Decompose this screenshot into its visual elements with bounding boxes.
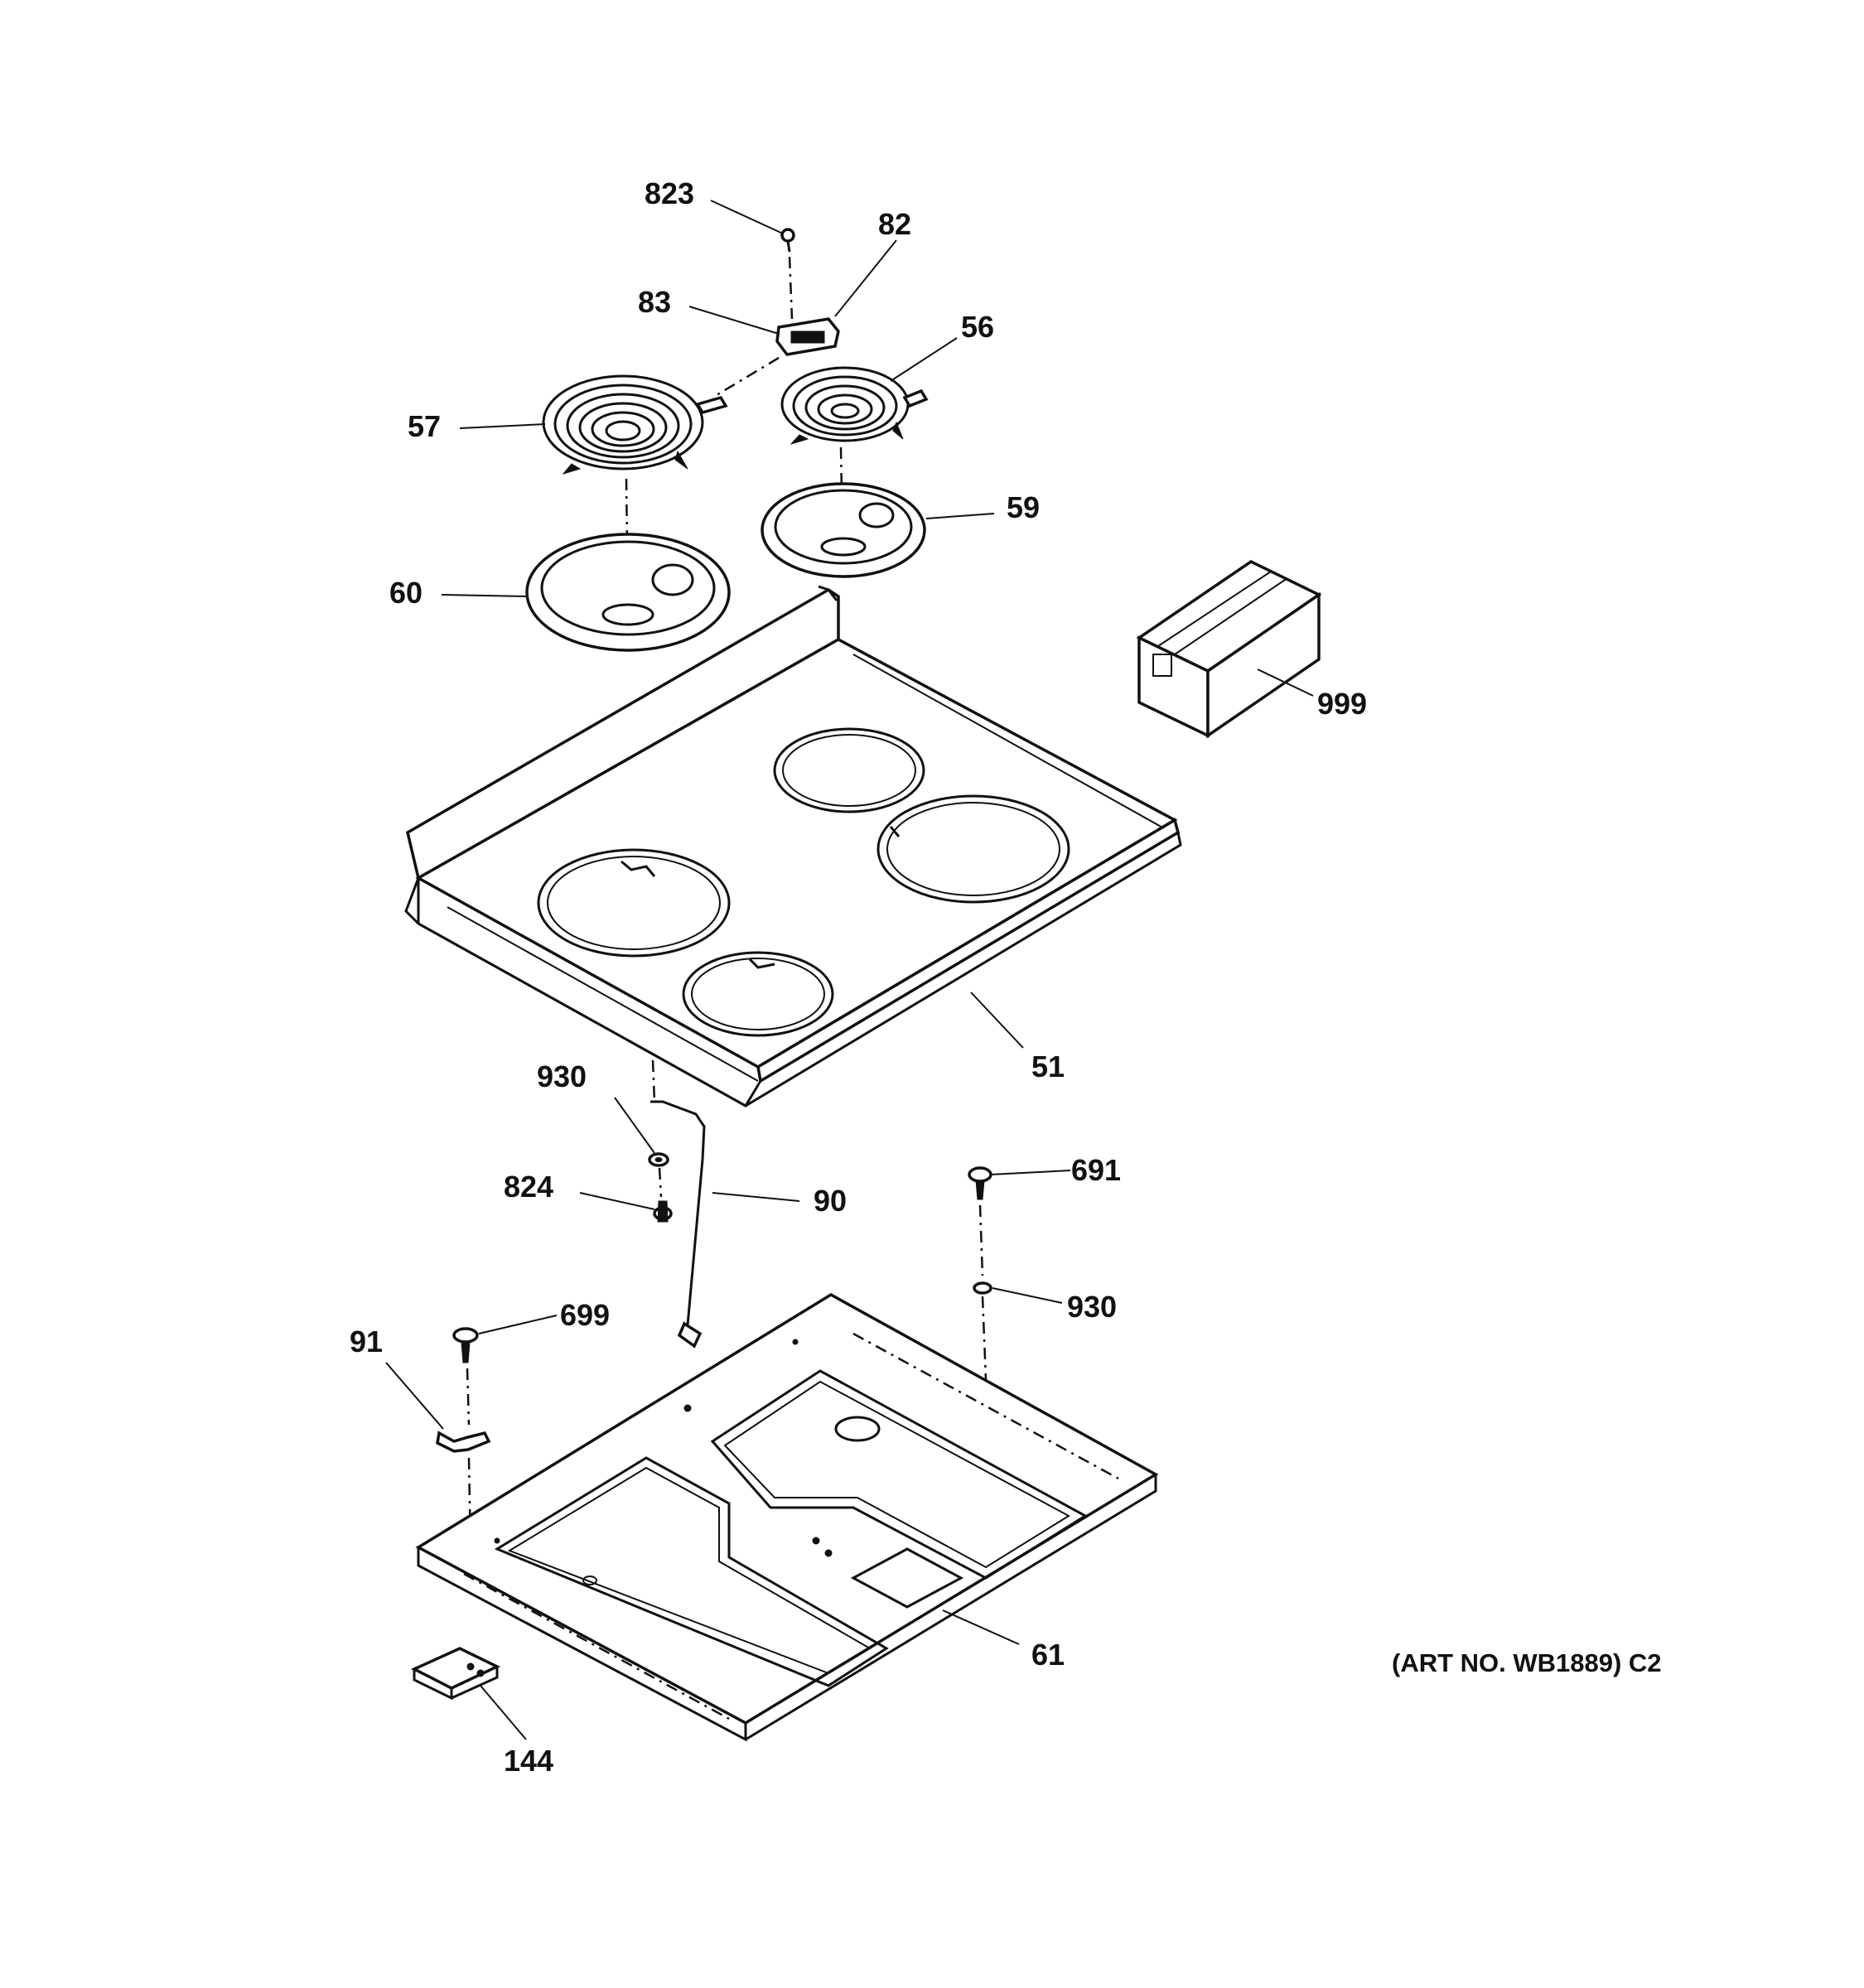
- part-51-main-top: [404, 585, 1182, 1108]
- callout-823: 823: [645, 176, 694, 210]
- callout-60: 60: [389, 576, 423, 610]
- callout-691: 691: [1071, 1153, 1121, 1187]
- part-699-screw: [452, 1327, 479, 1426]
- part-144-bracket: [410, 1647, 501, 1701]
- callout-56: 56: [961, 310, 994, 344]
- part-91-clip: [436, 1431, 491, 1550]
- art-number: (ART NO. WB1889) C2: [1392, 1648, 1662, 1677]
- callout-144: 144: [504, 1744, 553, 1778]
- callout-51: 51: [1031, 1049, 1065, 1083]
- callout-930-lower: 930: [1067, 1290, 1117, 1324]
- callout-83: 83: [638, 285, 671, 319]
- part-59-small-drip-pan: [761, 482, 926, 578]
- part-999-literature-box: [1136, 559, 1322, 739]
- part-60-large-drip-pan: [525, 533, 731, 652]
- part-930-washer-lower: [973, 1281, 992, 1380]
- callout-61: 61: [1031, 1638, 1065, 1672]
- part-930-washer-upper: [648, 1152, 669, 1198]
- callout-labels: 823 82 83 56 57 59 60 999 51 930 824 90 …: [350, 176, 1662, 1778]
- callout-824: 824: [504, 1170, 553, 1204]
- callout-57: 57: [408, 409, 441, 443]
- part-82-83-terminal-bracket: [712, 317, 840, 399]
- callout-930-upper: 930: [537, 1059, 587, 1093]
- callout-82: 82: [878, 207, 911, 241]
- part-824-screw: [653, 1200, 673, 1223]
- callout-699: 699: [560, 1298, 610, 1332]
- callout-90: 90: [814, 1184, 847, 1218]
- part-823-screw: [780, 228, 795, 320]
- callout-59: 59: [1007, 490, 1040, 524]
- part-56-small-surface-unit: [780, 366, 929, 543]
- part-61-burner-box: [415, 1292, 1159, 1742]
- part-90-rod: [650, 1059, 706, 1349]
- leader-lines: [385, 200, 1314, 1740]
- callout-91: 91: [350, 1325, 383, 1358]
- callout-999: 999: [1317, 687, 1367, 721]
- part-57-large-surface-unit: [542, 374, 728, 610]
- part-691-screw: [968, 1166, 992, 1276]
